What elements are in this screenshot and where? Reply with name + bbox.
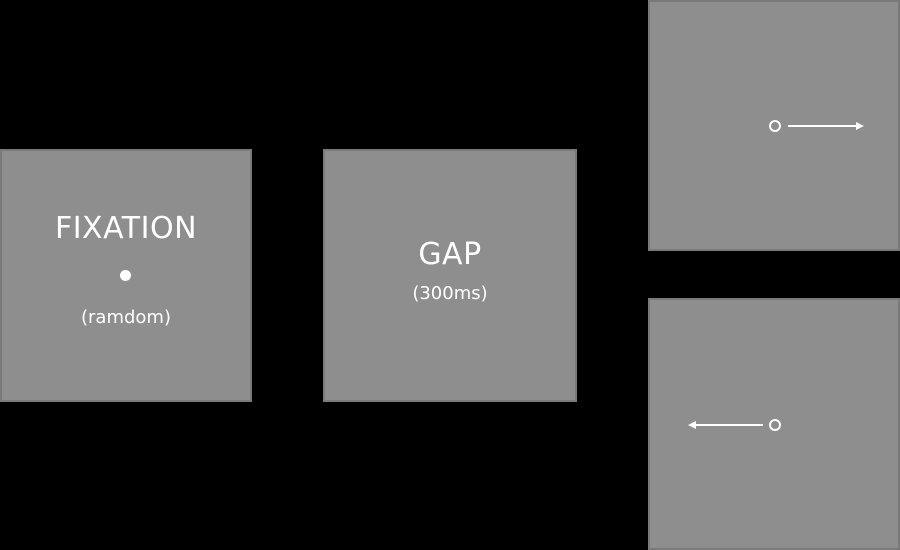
target-circle-icon [769, 419, 781, 431]
gap-duration: (300ms) [412, 283, 488, 304]
arrow-left-icon [688, 421, 696, 429]
gap-title: GAP [418, 237, 482, 272]
target-left-panel [648, 298, 900, 550]
gap-panel: GAP (300ms) [323, 149, 577, 402]
fixation-title: FIXATION [54, 211, 198, 246]
target-left-stimulus [688, 419, 781, 431]
arrow-right-icon [856, 122, 864, 130]
target-circle-icon [769, 120, 781, 132]
fixation-note: (ramdom) [81, 307, 171, 328]
fixation-panel: FIXATION (ramdom) [0, 149, 252, 402]
target-right-panel [648, 0, 900, 251]
target-right-stimulus [769, 120, 864, 132]
fixation-dot-icon [120, 270, 131, 281]
